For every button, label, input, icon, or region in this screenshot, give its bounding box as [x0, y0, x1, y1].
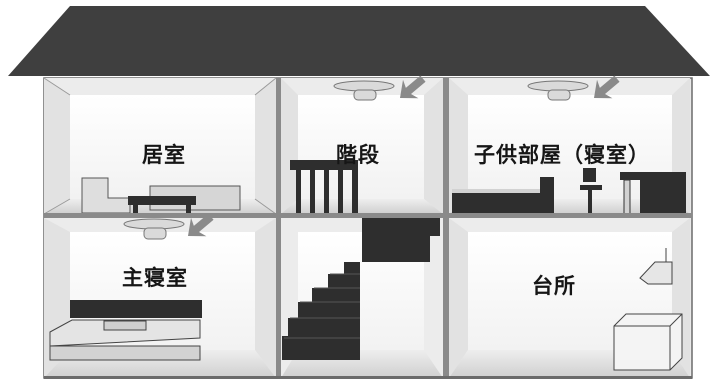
chair-icon [580, 168, 602, 214]
low-table-icon [128, 196, 196, 214]
room-label-childrens-room: 子供部屋（寝室） [474, 143, 650, 167]
floor-divider [44, 213, 692, 218]
smoke-detector-icon [527, 80, 589, 101]
room-living-room [43, 77, 277, 215]
room-main-bedroom [44, 213, 276, 378]
pointer-arrow-icon [594, 75, 620, 99]
wall-divider-right [443, 78, 449, 378]
room-label-kitchen: 台所 [532, 274, 576, 298]
room-label-main-bedroom: 主寝室 [122, 266, 188, 290]
room-stairs-lower [281, 218, 443, 378]
stair-railing-icon [290, 160, 358, 214]
desk-icon [620, 172, 686, 215]
room-childrens-room [449, 75, 690, 215]
double-bed-icon [49, 300, 202, 361]
room-label-living-room: 居室 [142, 143, 186, 167]
kitchen-cabinet-icon [613, 313, 683, 371]
room-kitchen [449, 218, 690, 378]
wall-detector-icon [639, 248, 673, 285]
bed-icon [452, 177, 554, 213]
smoke-detector-icon [123, 218, 185, 240]
roof [8, 6, 710, 76]
staircase-icon [282, 218, 440, 360]
smoke-detector-icon [333, 80, 395, 101]
pointer-arrow-icon [400, 75, 426, 99]
pointer-arrow-icon [188, 213, 214, 237]
ground-line [44, 376, 692, 379]
wall-divider-left [276, 78, 281, 378]
room-stairs-upper [281, 75, 443, 214]
room-label-stairs: 階段 [336, 143, 380, 167]
